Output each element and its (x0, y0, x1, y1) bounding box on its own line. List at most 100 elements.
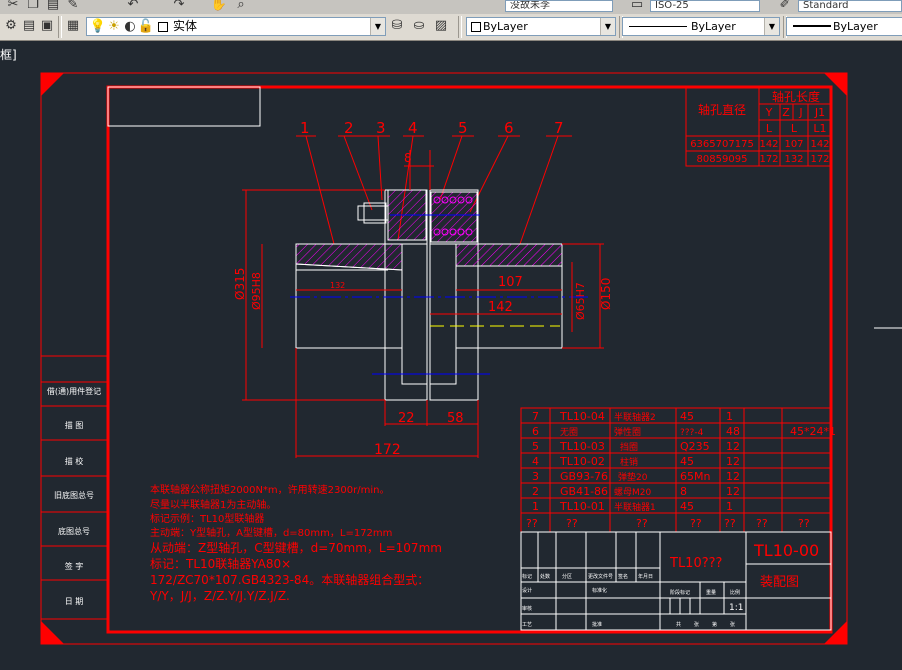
dim-22: 22 (398, 411, 415, 426)
table-row0-v3: 142 (810, 139, 829, 150)
layer-freeze-icon[interactable]: ☀ (108, 19, 120, 34)
viewport-label: 框] (0, 48, 17, 62)
title-label-10: 批准 (592, 621, 602, 628)
chevron-down-icon[interactable]: ▼ (370, 18, 385, 35)
layer-vp-freeze-icon[interactable]: ◐ (124, 19, 136, 34)
lineweight-sample (793, 25, 831, 27)
note-line-0: 本联轴器公称扭矩2000N*m，许用转速2300r/min。 (150, 483, 389, 496)
title-label-15: 张 (694, 621, 699, 628)
part-no-3: 3 (376, 119, 386, 137)
redo-icon[interactable]: ↷ (173, 0, 185, 12)
layer-settings-icon[interactable]: ⚙ (5, 18, 17, 33)
layer-state-icon[interactable]: ▤ (22, 18, 36, 33)
note-line-4: 从动端：Z型轴孔，C型键槽，d=70mm，L=107mm (150, 540, 442, 555)
table-style-combo[interactable]: Standard (798, 0, 902, 12)
dim-style-combo[interactable]: ISO-25 (650, 0, 760, 12)
text-style-combo[interactable]: 没故未李 (505, 0, 613, 12)
parts-row4-code: GB93-76 (560, 470, 608, 483)
copy-icon[interactable]: ❐ (27, 0, 39, 12)
parts-row0-qty: 1 (726, 410, 733, 423)
color-value: ByLayer (483, 20, 528, 33)
left-label-3: 旧底图总号 (54, 490, 94, 500)
table-header-diameter: 轴孔直径 (698, 102, 746, 117)
parts-row3-no: 4 (532, 455, 539, 468)
title-label-0: 标记 (522, 573, 532, 580)
note-line-1: 尽量以半联轴器1为主动轴。 (150, 498, 276, 511)
dim-style-icon[interactable]: ▭ (630, 0, 644, 12)
shaft-hole-table: 轴孔直径 轴孔长度 Y Z J J1 L L L1 6365707175 142… (685, 87, 832, 167)
paste-icon[interactable]: ▤ (46, 0, 60, 12)
lineweight-value: ByLayer (833, 20, 878, 33)
layer-prev-icon[interactable]: ▣ (40, 18, 54, 33)
parts-header-6: ?? (798, 517, 810, 530)
note-line-6: 172/ZC70*107.GB4323-84。本联轴器组合型式： (150, 572, 429, 587)
match-icon[interactable]: ✎ (67, 0, 79, 12)
dim-172: 172 (374, 442, 401, 458)
parts-row4-no: 3 (532, 470, 539, 483)
parts-row6-qty: 1 (726, 500, 733, 513)
toolbar-separator (58, 16, 62, 38)
dim-132: 132 (330, 281, 345, 290)
parts-row5-name: 螺母M20 (614, 487, 651, 498)
title-tl10-label: TL10??? (669, 556, 722, 571)
table-style-icon[interactable]: ✐ (779, 0, 791, 12)
parts-row2-mat: Q235 (680, 440, 710, 453)
layer-on-icon[interactable]: 💡 (89, 19, 107, 34)
parts-row5-code: GB41-86 (560, 485, 608, 498)
parts-row4-qty: 12 (726, 470, 740, 483)
layer-lock-icon[interactable]: 🔓 (137, 19, 155, 34)
parts-row6-name: 半联轴器1 (614, 501, 656, 513)
table-row0-d: 6365707175 (690, 139, 754, 150)
table-row1-d: 80859095 (697, 154, 748, 165)
title-label-17: 张 (730, 621, 735, 628)
table-row1-v1: 172 (759, 154, 778, 165)
note-line-7: Y/Y，J/J，Z/Z.Y/J.Y/Z.J/Z. (149, 589, 290, 603)
color-combo[interactable]: ByLayer ▼ (466, 17, 616, 36)
parts-row1-code: 无圈 (560, 427, 578, 438)
left-label-4: 底图总号 (58, 526, 90, 536)
parts-row0-name: 半联轴器2 (614, 411, 656, 423)
parts-header-3: ?? (690, 517, 702, 530)
part-no-1: 1 (300, 119, 310, 137)
left-label-2: 描 校 (65, 456, 84, 466)
layer-walk-icon[interactable]: ▨ (434, 18, 448, 33)
dim-58: 58 (447, 411, 464, 426)
parts-row6-mat: 45 (680, 500, 694, 513)
pan-icon[interactable]: ✋ (210, 0, 228, 12)
title-label-2: 分区 (562, 573, 572, 580)
layer-previous-icon[interactable]: ⛀ (413, 18, 425, 33)
linetype-combo[interactable]: ByLayer ▼ (622, 17, 780, 36)
title-label-6: 设计 (522, 587, 532, 594)
table-header-length: 轴孔长度 (772, 89, 820, 104)
dim-95h8: Ø95H8 (250, 272, 263, 310)
lineweight-combo[interactable]: ByLayer (786, 17, 902, 36)
parts-extra-note: 45*24*1 (790, 425, 836, 438)
part-no-7: 7 (554, 119, 564, 137)
title-label-9: 工艺 (522, 622, 532, 628)
parts-row1-name: 弹性圈 (614, 426, 641, 438)
table-row0-v2: 107 (784, 139, 803, 150)
title-block: TL10??? TL10-00 装配图 1:1 标记 处数 分区 更改文件号 签… (520, 531, 832, 631)
make-current-icon[interactable]: ⛁ (391, 18, 403, 33)
cut-icon[interactable]: ✂ (7, 0, 19, 12)
parts-row3-mat: 45 (680, 455, 694, 468)
layer-color-swatch (158, 22, 168, 32)
drawing-canvas[interactable]: 借(通)用件登记 描 图 描 校 旧底图总号 底图总号 签 字 日 期 轴孔直径… (0, 40, 902, 670)
parts-row6-code: TL10-01 (559, 500, 605, 513)
layer-name: 实体 (173, 19, 198, 33)
zoom-icon[interactable]: ⌕ (237, 0, 245, 12)
parts-row2-code: TL10-03 (559, 440, 605, 453)
parts-row3-qty: 12 (726, 455, 740, 468)
layer-manager-icon[interactable]: ▦ (66, 18, 80, 33)
parts-list-table: 7 TL10-04 半联轴器2 45 1 6 无圈 弹性圈 ???-4 48 4… (520, 407, 836, 533)
dim-8: 8 (404, 151, 412, 165)
table-sub2-l2: L (791, 122, 798, 135)
technical-notes: 本联轴器公称扭矩2000N*m，许用转速2300r/min。 尽量以半联轴器1为… (149, 483, 442, 603)
top-toolbar-strip: ✂ ❐ ▤ ✎ ↶ ↷ ✋ ⌕ 没故未李 ▭ ISO-25 ✐ Standard (0, 0, 902, 15)
layer-combo[interactable]: 💡 ☀ ◐ 🔓 实体 ▼ (86, 17, 386, 36)
title-label-4: 签名 (618, 573, 628, 580)
undo-icon[interactable]: ↶ (127, 0, 139, 12)
chevron-down-icon[interactable]: ▼ (764, 18, 779, 35)
table-sub2-l3: L1 (813, 122, 826, 135)
chevron-down-icon[interactable]: ▼ (600, 18, 615, 35)
